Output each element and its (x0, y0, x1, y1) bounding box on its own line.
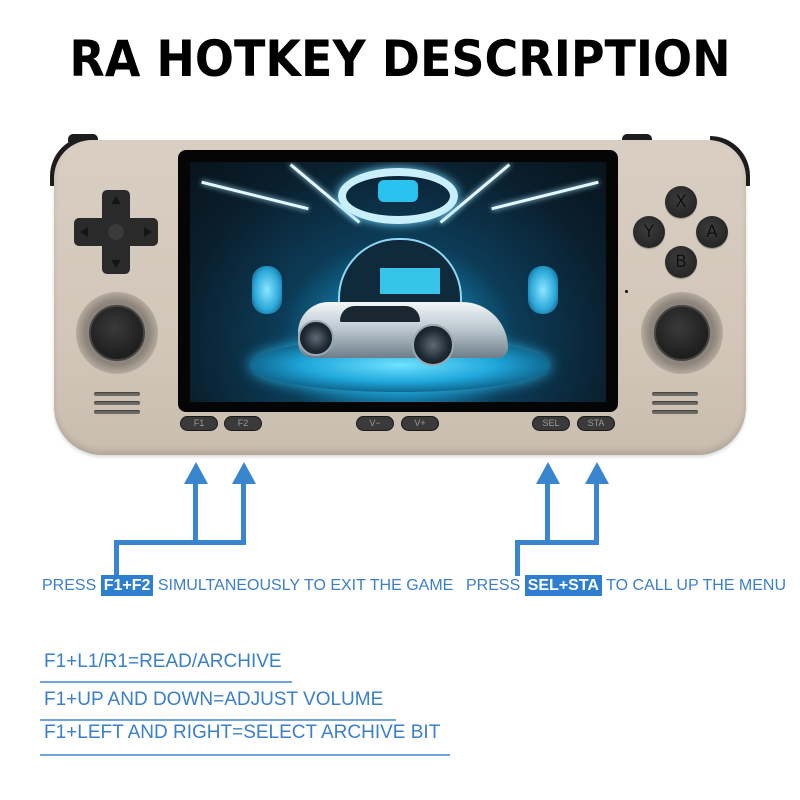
left-speaker-grill (94, 392, 140, 396)
left-speaker-grill (94, 401, 140, 405)
x-button: X (665, 186, 697, 218)
volume-up-button: V+ (401, 416, 439, 431)
f1-button: F1 (180, 416, 218, 431)
page-title: RA HOTKEY DESCRIPTION (69, 30, 731, 88)
exit-key-combo-badge: F1+F2 (100, 575, 154, 596)
microphone-hole (625, 290, 628, 293)
dpad (70, 190, 162, 274)
screen-bezel (178, 150, 618, 412)
dpad-up-icon (111, 196, 121, 204)
volume-down-button: V− (356, 416, 394, 431)
right-speaker-grill (652, 392, 698, 396)
press-label: PRESS (42, 577, 97, 594)
y-button: Y (633, 216, 665, 248)
dpad-left-icon (80, 227, 88, 237)
exit-game-instruction: PRESS F1+F2 SIMULTANEOUSLY TO EXIT THE G… (42, 575, 454, 596)
start-button: STA (577, 416, 615, 431)
l1-shoulder-button (50, 136, 90, 186)
b-button: B (665, 246, 697, 278)
left-analog-stick (76, 292, 158, 374)
divider (40, 681, 292, 683)
arrow-up-icon (536, 462, 560, 484)
dpad-right-icon (144, 227, 152, 237)
r2-shoulder-button (622, 134, 652, 142)
dpad-center (108, 224, 124, 240)
game-screen (190, 162, 606, 402)
arrow-up-icon (184, 462, 208, 484)
a-button: A (696, 216, 728, 248)
exit-description: SIMULTANEOUSLY TO EXIT THE GAME (157, 577, 454, 594)
divider (40, 754, 450, 756)
call-menu-instruction: PRESS SEL+STA TO CALL UP THE MENU (466, 575, 787, 596)
divider (40, 719, 396, 721)
press-label: PRESS (466, 577, 521, 594)
right-speaker-grill (652, 410, 698, 414)
left-speaker-grill (94, 410, 140, 414)
menu-key-combo-badge: SEL+STA (524, 575, 602, 596)
hotkey-adjust-volume: F1+UP AND DOWN=ADJUST VOLUME (44, 689, 384, 710)
dpad-down-icon (111, 260, 121, 268)
arrow-up-icon (585, 462, 609, 484)
hotkey-select-archive-bit: F1+LEFT AND RIGHT=SELECT ARCHIVE BIT (44, 722, 441, 743)
hotkey-read-archive: F1+L1/R1=READ/ARCHIVE (44, 651, 282, 672)
handheld-console: X Y A B F1 F2 V− V+ SEL STA (54, 140, 746, 455)
f2-button: F2 (224, 416, 262, 431)
right-analog-stick (641, 292, 723, 374)
menu-description: TO CALL UP THE MENU (606, 577, 787, 594)
select-button: SEL (532, 416, 570, 431)
arrow-up-icon (232, 462, 256, 484)
right-speaker-grill (652, 401, 698, 405)
